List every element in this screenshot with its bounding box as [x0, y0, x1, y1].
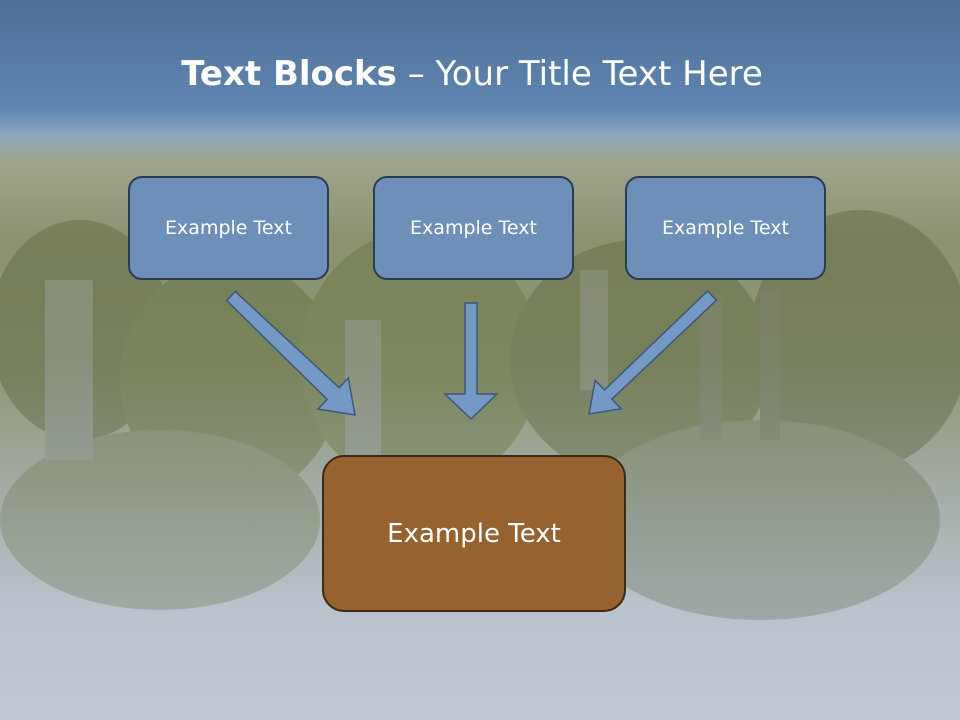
text-block-label: Example Text — [410, 217, 537, 239]
text-block-top-left[interactable]: Example Text — [128, 176, 329, 280]
slide-title: Text Blocks – Your Title Text Here — [0, 52, 944, 96]
text-block-bottom[interactable]: Example Text — [322, 455, 626, 612]
text-block-label: Example Text — [387, 518, 561, 549]
text-block-top-center[interactable]: Example Text — [373, 176, 574, 280]
title-bold-text: Text Blocks — [181, 54, 397, 94]
text-block-label: Example Text — [165, 217, 292, 239]
text-block-label: Example Text — [662, 217, 789, 239]
title-rest-text: – Your Title Text Here — [396, 54, 763, 94]
text-block-top-right[interactable]: Example Text — [625, 176, 826, 280]
